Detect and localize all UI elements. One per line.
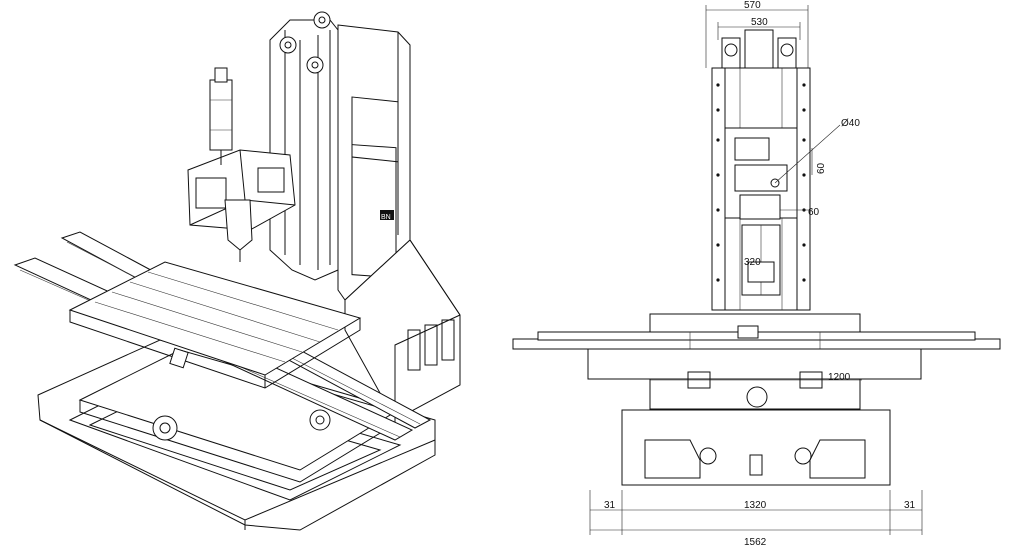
logo-plate	[380, 210, 394, 220]
dim-1320: 1320	[744, 500, 767, 511]
dim-530: 530	[751, 17, 768, 28]
worktable	[68, 261, 362, 389]
column-guideways	[269, 11, 339, 281]
saddle	[78, 349, 397, 483]
dim-31-right: 31	[904, 500, 916, 511]
dim-1562: 1562	[744, 537, 767, 548]
dimension-lines	[589, 5, 923, 535]
dim-bore: Ø40	[841, 118, 860, 129]
front-elevation-view: 570 530 Ø40 60 60 320 1200 1320 31 31 15…	[512, 0, 1001, 548]
saddle-front	[587, 348, 922, 410]
spindle-head-front	[724, 127, 798, 220]
counterweight-cylinder	[209, 67, 233, 165]
base-front	[621, 409, 891, 486]
top-pulleys	[721, 29, 797, 69]
isometric-view	[13, 11, 461, 531]
lower-ballscrew	[741, 224, 781, 296]
dim-31-left: 31	[604, 500, 616, 511]
logo-text: BN	[381, 214, 391, 221]
dimension-labels: 570 530 Ø40 60 60 320 1200 1320 31 31 15…	[604, 0, 916, 548]
table-front	[512, 313, 1001, 350]
dim-60-horizontal: 60	[808, 207, 820, 218]
dim-570: 570	[744, 0, 761, 11]
spindle-head	[187, 149, 296, 262]
column	[337, 24, 461, 421]
dim-1200: 1200	[828, 372, 851, 383]
dim-320: 320	[744, 257, 761, 268]
dim-60-vertical: 60	[816, 162, 827, 174]
